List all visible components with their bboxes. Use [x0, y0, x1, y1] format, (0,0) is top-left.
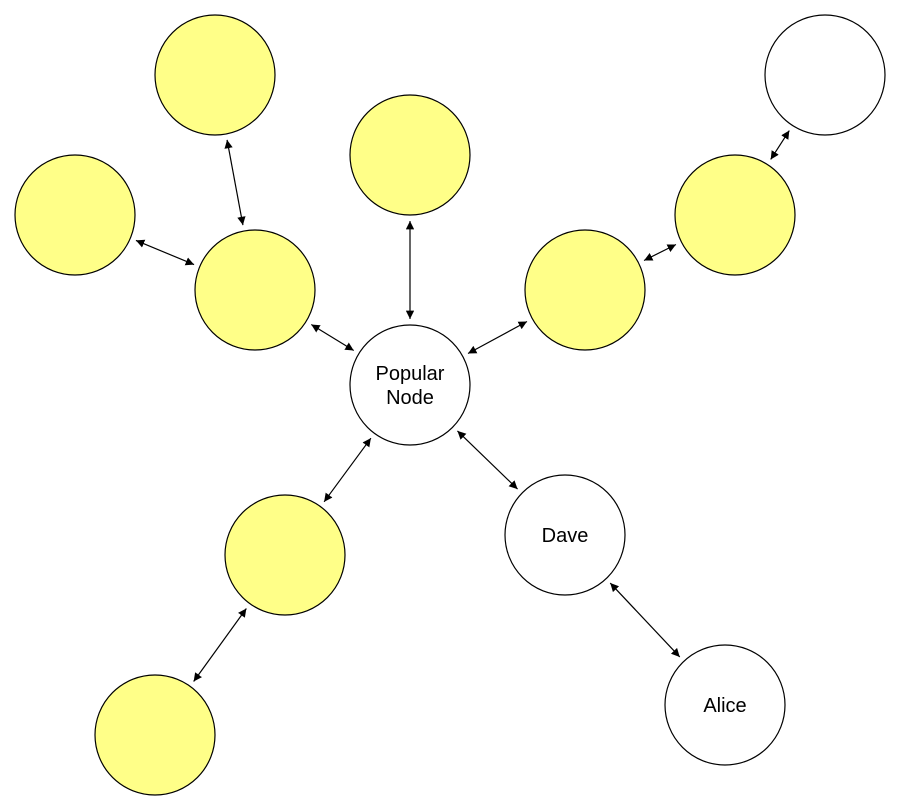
edge-lower-left-bottom-left: [193, 608, 247, 682]
edge-popular-lower-left: [323, 437, 372, 503]
edge-popular-dave: [457, 430, 518, 490]
node-label-popular-line-1: Popular: [376, 363, 445, 385]
edge-right-upper-right-mid: [643, 243, 677, 262]
node-circle-top-right: [764, 14, 886, 136]
node-circle-popular: [349, 324, 471, 446]
edge-dave-alice: [609, 582, 681, 658]
edge-right-mid-popular: [467, 320, 528, 355]
node-circle-alice: [664, 644, 786, 766]
node-circle-dave: [504, 474, 626, 596]
edge-left-upper-left-hub: [135, 239, 195, 266]
node-circle-top-center: [349, 94, 471, 216]
node-lower-left: [224, 494, 346, 616]
node-label-dave: Dave: [542, 525, 589, 547]
node-alice: Alice: [664, 644, 786, 766]
node-right-upper: [674, 154, 796, 276]
node-circle-lower-left: [224, 494, 346, 616]
node-left: [14, 154, 136, 276]
edge-top-right-right-upper: [770, 130, 790, 160]
node-circle-left: [14, 154, 136, 276]
node-label-popular-line-2: Node: [386, 387, 434, 409]
node-circle-top-left: [154, 14, 276, 136]
node-top-right: [764, 14, 886, 136]
edge-top-left-upper-left-hub: [224, 139, 246, 226]
node-bottom-left: [94, 674, 216, 796]
edges-layer: [135, 130, 790, 682]
node-upper-left-hub: [194, 229, 316, 351]
node-circle-bottom-left: [94, 674, 216, 796]
node-label-alice: Alice: [703, 695, 746, 717]
node-dave: Dave: [504, 474, 626, 596]
edge-upper-left-hub-popular: [310, 323, 355, 352]
node-top-left: [154, 14, 276, 136]
node-right-mid: [524, 229, 646, 351]
node-circle-upper-left-hub: [194, 229, 316, 351]
node-circle-right-upper: [674, 154, 796, 276]
node-circle-right-mid: [524, 229, 646, 351]
node-top-center: [349, 94, 471, 216]
